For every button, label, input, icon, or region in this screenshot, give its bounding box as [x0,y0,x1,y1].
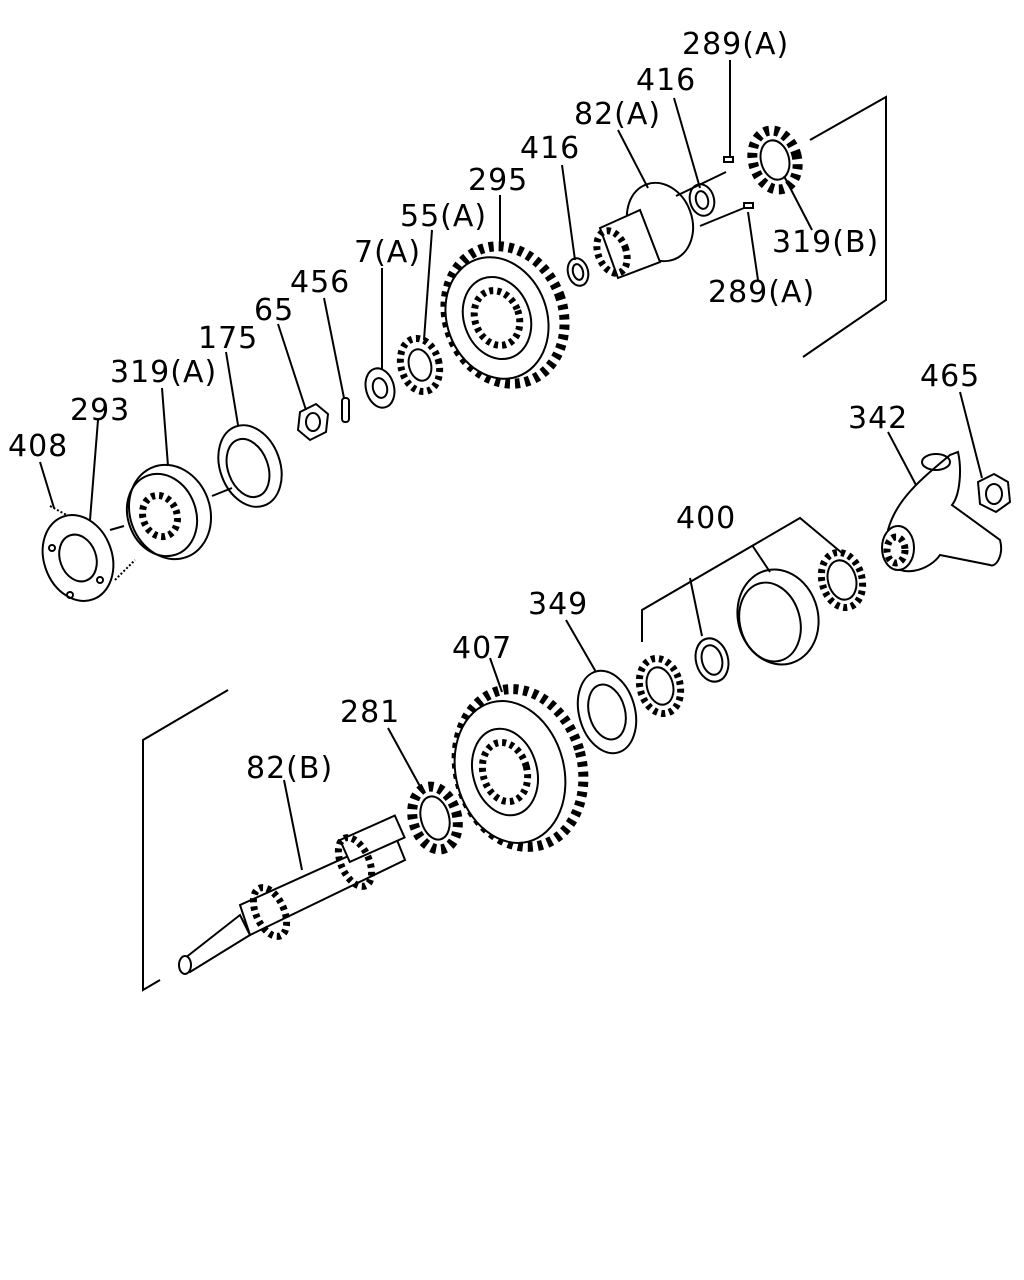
part-416-ring-mid [566,257,590,287]
label-400: 400 [676,501,736,536]
label-465: 465 [920,359,980,394]
lower-assembly-bracket [142,689,229,992]
label-295: 295 [468,163,528,198]
part-319a-clutch [125,463,213,561]
label-281: 281 [340,695,400,730]
part-342-yoke [881,450,1002,573]
leader-lines [39,60,983,871]
label-65: 65 [254,293,294,328]
part-289a-keys [675,156,754,227]
label-55a: 55(A) [400,199,487,234]
part-349-washer [576,669,638,755]
label-319a: 319(A) [110,355,217,390]
part-293-plate [41,514,115,602]
part-295-gear [440,241,570,389]
label-175: 175 [198,321,258,356]
label-293: 293 [70,393,130,428]
upper-assembly-bracket [802,95,887,358]
label-407: 407 [452,631,512,666]
part-65-nut [296,402,330,442]
label-408: 408 [8,429,68,464]
label-416-top: 416 [636,63,696,98]
label-289a-bottom: 289(A) [708,275,815,310]
part-55a-gear [396,334,444,396]
label-349: 349 [528,587,588,622]
part-319b-gear [747,125,803,195]
label-7a: 7(A) [354,235,421,270]
part-456-pin [341,397,350,423]
label-82a: 82(A) [574,97,661,132]
label-342: 342 [848,401,908,436]
part-465-nut [976,472,1012,514]
part-416-ring-top [688,183,716,217]
label-416-mid: 416 [520,131,580,166]
label-289a-top: 289(A) [682,27,789,62]
label-319b: 319(B) [772,225,879,260]
label-82b: 82(B) [246,751,333,786]
part-7a-washer [364,367,396,409]
part-82a-hub [593,181,695,280]
part-281-gear [407,781,463,855]
part-175-ring [211,424,283,508]
part-407-gear [451,684,589,852]
part-82b-shaft [178,814,407,975]
label-456: 456 [290,265,350,300]
part-400-bearing [635,516,867,718]
